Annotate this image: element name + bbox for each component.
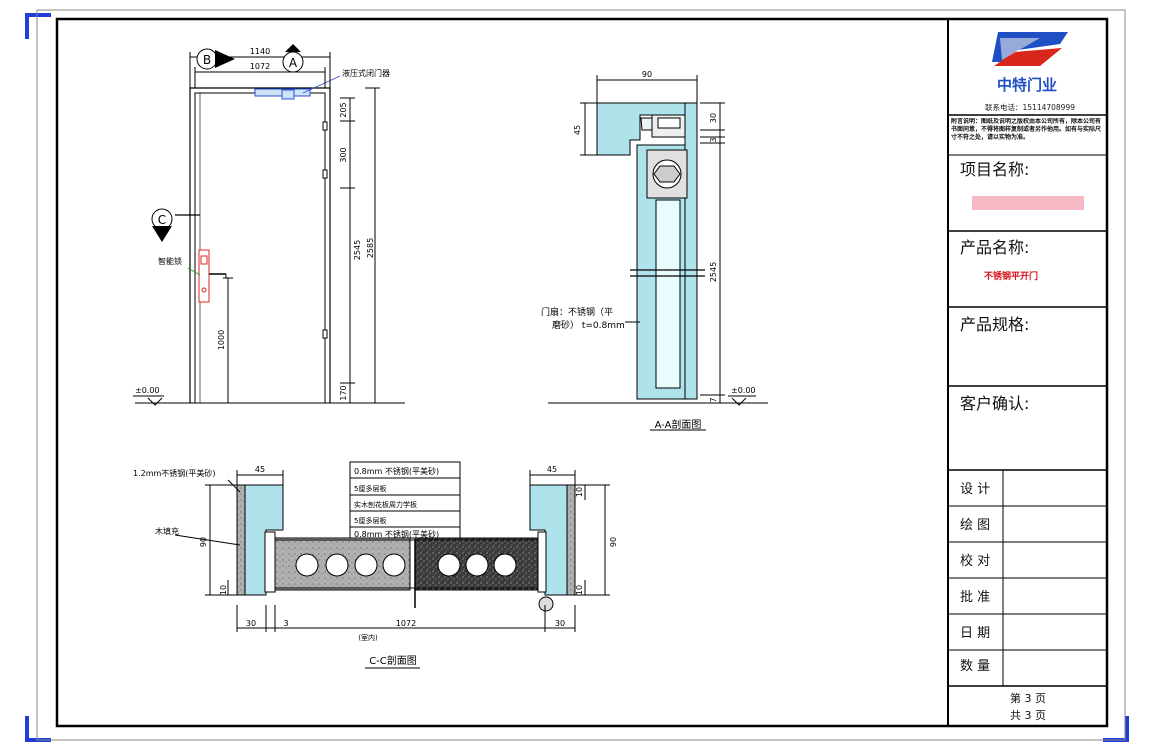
aa-dim-90: 90 <box>642 70 652 79</box>
svg-text:A: A <box>289 56 298 70</box>
cc-dim-45-left: 45 <box>255 465 265 474</box>
cc-dim-90-right: 90 <box>609 537 618 547</box>
page-total: 共 3 页 <box>1010 709 1046 722</box>
corner-mark-top-left <box>25 13 51 39</box>
sign-row-approve: 批 准 <box>960 590 990 605</box>
svg-text:C: C <box>158 213 166 227</box>
cc-layer-5: 0.8mm 不锈钢(平美砂) <box>354 529 439 539</box>
elev-dim-170: 170 <box>339 385 348 400</box>
cc-layer-3: 实木刨花板周力学板 <box>354 500 417 509</box>
section-aa <box>548 75 768 431</box>
svg-text:B: B <box>203 53 211 67</box>
inner-border <box>55 17 1109 728</box>
outer-border <box>36 9 1126 741</box>
cc-dim-1072: 1072 <box>396 619 416 628</box>
elev-dim-1140: 1140 <box>250 47 270 56</box>
company-logo <box>992 32 1068 66</box>
cc-dim-10-left: 10 <box>219 585 228 595</box>
redacted-project-name <box>972 196 1084 210</box>
cc-dim-30-left: 30 <box>246 619 256 628</box>
section-marker-c: C <box>151 208 173 242</box>
product-value: 不锈钢平开门 <box>984 270 1038 282</box>
elev-dim-2585: 2585 <box>366 238 375 258</box>
project-label: 项目名称: <box>960 160 1029 179</box>
door-elevation <box>133 52 405 406</box>
company-name: 中特门业 <box>997 76 1057 94</box>
aa-title: A-A剖面图 <box>655 418 702 431</box>
product-label: 产品名称: <box>960 238 1029 257</box>
cc-layer-2: 5厘多层板 <box>354 484 386 493</box>
cc-dim-45-mid: 45 <box>474 560 485 573</box>
cc-title: C-C剖面图 <box>369 654 417 667</box>
cc-dim-90-left: 90 <box>199 537 208 547</box>
cc-layer-1: 0.8mm 不锈钢(平美砂) <box>354 466 439 476</box>
aa-dim-30: 30 <box>709 113 718 123</box>
aa-leaf-label-1: 门扇：不锈钢（平 <box>541 306 613 318</box>
cc-dim-45-right: 45 <box>547 465 557 474</box>
cc-dim-30-right: 30 <box>555 619 565 628</box>
sign-row-check: 校 对 <box>960 553 990 569</box>
elev-dim-1000: 1000 <box>217 330 226 350</box>
company-phone: 联系电话：15114708999 <box>985 102 1075 112</box>
sign-row-qty: 数 量 <box>960 659 990 674</box>
aa-leaf-label-2: 磨砂） t=0.8mm <box>552 319 625 331</box>
sign-row-design: 设 计 <box>960 482 990 497</box>
aa-dim-3: 3 <box>709 137 718 142</box>
cc-dim-3: 3 <box>283 619 288 628</box>
cc-layer-4: 5厘多层板 <box>354 516 386 525</box>
sign-row-draw: 绘 图 <box>960 518 990 533</box>
title-block: 中特门业 联系电话：15114708999 附言说明：图纸及说明之版权由本公司所… <box>947 19 1107 726</box>
elev-dim-1072: 1072 <box>250 62 270 71</box>
sign-row-date: 日 期 <box>960 626 990 641</box>
confirm-label: 客户确认: <box>960 394 1029 413</box>
cc-dim-10-top: 10 <box>575 487 584 497</box>
lock-label: 智能锁 <box>158 256 182 266</box>
elev-dim-205: 205 <box>339 102 348 117</box>
notice-text: 附言说明：图纸及说明之版权由本公司所有，除本公司有书面同意，不得将图样复制或者另… <box>951 118 1102 141</box>
spec-label: 产品规格: <box>960 315 1029 334</box>
closer-label: 液压式闭门器 <box>342 68 390 78</box>
elev-dim-2545: 2545 <box>353 240 362 260</box>
page-current: 第 3 页 <box>1010 691 1046 705</box>
elev-datum: ±0.00 <box>135 386 160 395</box>
cc-label-steel: 1.2mm不锈钢(平美砂) <box>133 468 216 478</box>
cc-dim-10-right: 10 <box>575 585 584 595</box>
cc-room: (室内) <box>358 633 378 642</box>
section-marker-a: A <box>282 44 304 73</box>
section-cc <box>174 461 610 669</box>
aa-dim-7: 7 <box>709 397 718 402</box>
cc-label-wood: 木填充 <box>155 526 179 536</box>
aa-datum: ±0.00 <box>731 386 756 395</box>
aa-dim-45: 45 <box>573 125 582 135</box>
aa-dim-2545: 2545 <box>709 262 718 282</box>
section-marker-b: B <box>196 48 235 70</box>
elev-dim-300: 300 <box>339 147 348 162</box>
